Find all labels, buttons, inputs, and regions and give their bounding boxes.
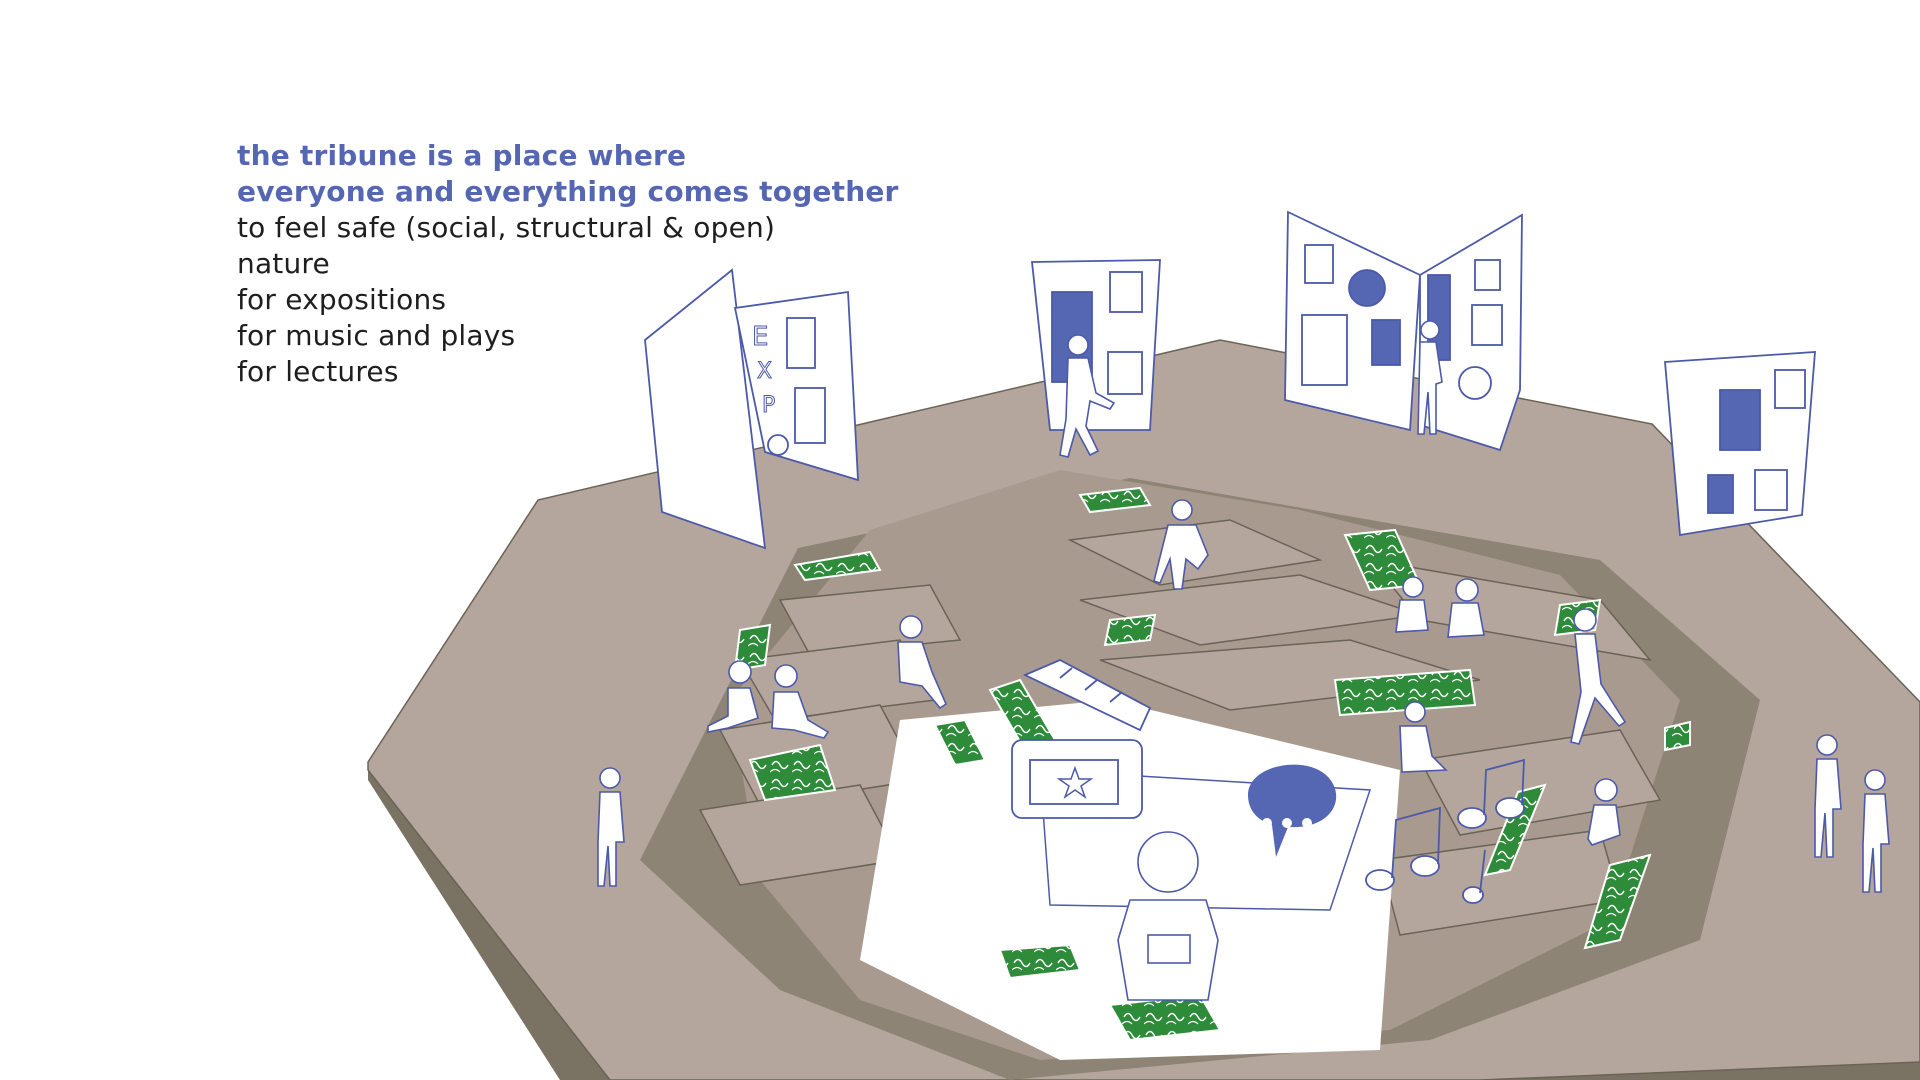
board-letter-p: P (762, 393, 775, 418)
board-letter-e: E (752, 322, 768, 352)
board-letter-x: X (757, 359, 772, 384)
